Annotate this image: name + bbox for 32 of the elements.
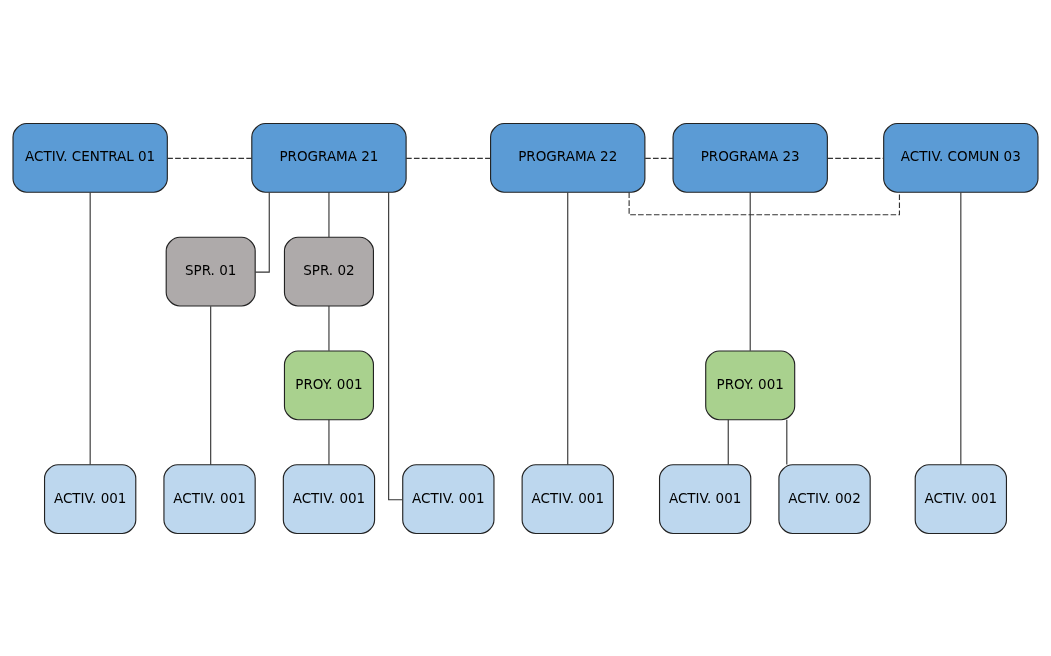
connector xyxy=(727,418,729,465)
node-box: ACTIV. COMUN 03 xyxy=(883,122,1039,193)
node-box: ACTIV. CENTRAL 01 xyxy=(12,122,168,193)
node-box: ACTIV. 001 xyxy=(163,463,256,534)
connector xyxy=(328,191,330,237)
node-box: ACTIV. 002 xyxy=(778,463,871,534)
connector xyxy=(405,157,491,159)
connector xyxy=(210,305,212,465)
connector xyxy=(628,191,900,215)
connector xyxy=(166,157,253,159)
node-box: ACTIV. 001 xyxy=(521,463,614,534)
connector xyxy=(960,191,962,465)
node-box: PROGRAMA 21 xyxy=(251,122,407,193)
node-box: SPR. 01 xyxy=(165,236,256,307)
node-box: SPR. 02 xyxy=(283,236,374,307)
connector xyxy=(328,305,330,351)
connector xyxy=(644,157,674,159)
node-box: PROGRAMA 22 xyxy=(490,122,646,193)
connector xyxy=(786,418,788,465)
connector xyxy=(328,418,330,465)
connector xyxy=(567,191,569,465)
node-box: PROY. 001 xyxy=(705,349,796,420)
connector xyxy=(826,157,885,159)
node-box: PROY. 001 xyxy=(283,349,374,420)
connector xyxy=(89,191,91,465)
node-box: ACTIV. 001 xyxy=(658,463,752,534)
node-box: ACTIV. 001 xyxy=(44,463,137,534)
node-box: ACTIV. 001 xyxy=(914,463,1007,534)
node-box: ACTIV. 001 xyxy=(402,463,495,534)
node-box: PROGRAMA 23 xyxy=(672,122,828,193)
node-box: ACTIV. 001 xyxy=(282,463,376,534)
connector xyxy=(749,191,751,351)
